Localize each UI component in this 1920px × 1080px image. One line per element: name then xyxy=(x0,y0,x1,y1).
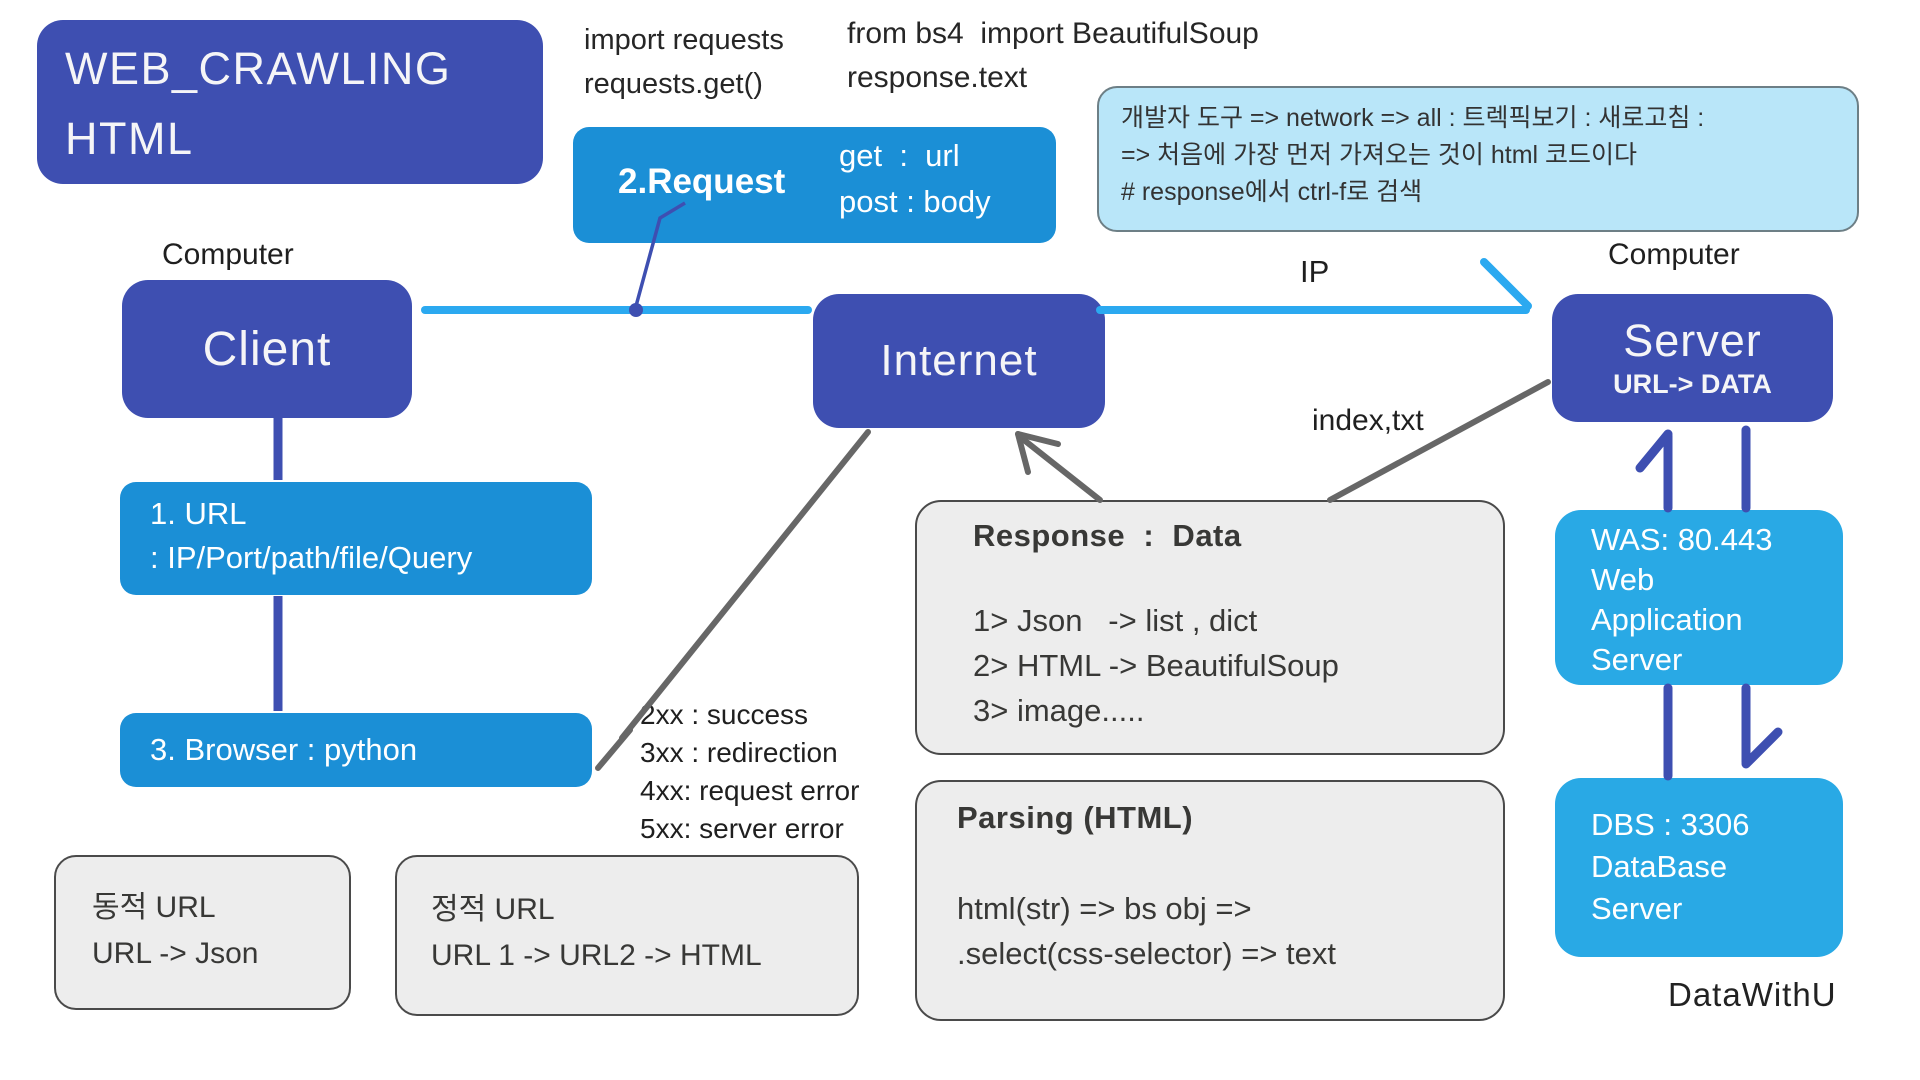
status-4xx: 4xx: request error xyxy=(640,775,860,806)
static-url-panel: 정적 URL URL 1 -> URL2 -> HTML xyxy=(395,855,859,1016)
dbs-line3: Server xyxy=(1591,891,1683,926)
dbs-line2: DataBase xyxy=(1591,849,1728,884)
client-node: Client xyxy=(122,280,412,418)
response-item-json: 1> Json -> list , dict xyxy=(973,603,1258,638)
response-item-image: 3> image..... xyxy=(973,693,1145,728)
response-text-line: response.text xyxy=(847,61,1028,94)
was-line2: Web xyxy=(1591,562,1655,597)
url-node: 1. URL : IP/Port/path/file/Query xyxy=(120,482,592,595)
response-internet-line xyxy=(1021,437,1103,503)
bs4-snippet: from bs4 import BeautifulSoup response.t… xyxy=(847,12,1259,100)
was-line4: Server xyxy=(1591,642,1683,677)
computer-label-server: Computer xyxy=(1608,238,1740,271)
status-2xx: 2xx : success xyxy=(640,699,809,730)
request-pointer-dot xyxy=(629,303,643,317)
server-node-subtitle: URL-> DATA xyxy=(1613,369,1772,399)
browser-node-label: 3. Browser : python xyxy=(150,732,418,767)
http-status-codes: 2xx : success 3xx : redirection 4xx: req… xyxy=(640,696,859,848)
dbs-port-line: DBS : 3306 xyxy=(1591,807,1750,842)
parsing-line2: .select(css-selector) => text xyxy=(957,936,1337,971)
request-post-label: post : body xyxy=(839,184,991,219)
parsing-panel: Parsing (HTML) html(str) => bs obj => .s… xyxy=(915,780,1505,1021)
was-line3: Application xyxy=(1591,602,1743,637)
requests-import-line: import requests xyxy=(584,24,784,56)
response-internet-barb1 xyxy=(1015,431,1031,475)
response-internet-barb2 xyxy=(1015,431,1061,447)
devtools-note-line2: => 처음에 가장 먼저 가져오는 것이 html 코드이다 xyxy=(1121,141,1638,169)
parsing-panel-title: Parsing (HTML) xyxy=(957,800,1194,835)
response-server-line xyxy=(1327,379,1551,503)
response-panel-title: Response : Data xyxy=(973,518,1242,553)
devtools-note-line1: 개발자 도구 => network => all : 트렉픽보기 : 새로고침 … xyxy=(1121,104,1705,132)
dynamic-url-flow: URL -> Json xyxy=(92,937,259,970)
computer-label-client: Computer xyxy=(162,238,294,271)
dynamic-url-title: 동적 URL xyxy=(92,891,216,924)
parsing-line1: html(str) => bs obj => xyxy=(957,891,1252,926)
index-txt-label: index,txt xyxy=(1312,404,1424,437)
was-node: WAS: 80.443 Web Application Server xyxy=(1555,510,1843,685)
static-url-title: 정적 URL xyxy=(431,893,555,926)
dbs-node: DBS : 3306 DataBase Server xyxy=(1555,778,1843,957)
status-5xx: 5xx: server error xyxy=(640,813,844,844)
devtools-note: 개발자 도구 => network => all : 트렉픽보기 : 새로고침 … xyxy=(1097,86,1859,232)
bs4-import-line: from bs4 import BeautifulSoup xyxy=(847,17,1259,50)
brand-watermark: DataWithU xyxy=(1668,976,1837,1013)
requests-snippet: import requests requests.get() xyxy=(584,18,784,106)
response-item-html: 2> HTML -> BeautifulSoup xyxy=(973,648,1339,683)
browser-internet-line xyxy=(619,429,871,741)
server-node-title: Server xyxy=(1623,315,1762,366)
request-get-label: get : url xyxy=(839,138,960,173)
url-node-line1: 1. URL xyxy=(150,496,247,531)
was-server-up-arrowhead xyxy=(1635,429,1673,473)
internet-server-arrowhead xyxy=(1480,258,1532,310)
browser-internet-foot xyxy=(595,727,633,771)
internet-node: Internet xyxy=(813,294,1105,428)
devtools-note-line3: # response에서 ctrl-f로 검색 xyxy=(1121,178,1423,206)
static-url-flow: URL 1 -> URL2 -> HTML xyxy=(431,939,762,972)
status-3xx: 3xx : redirection xyxy=(640,737,838,768)
response-panel: Response : Data 1> Json -> list , dict 2… xyxy=(915,500,1505,755)
title-line1: WEB_CRAWLING xyxy=(65,43,452,94)
dynamic-url-panel: 동적 URL URL -> Json xyxy=(54,855,351,1010)
spacer xyxy=(957,836,1503,886)
server-node: Server URL-> DATA xyxy=(1552,294,1833,422)
was-dbs-down-arrowhead xyxy=(1741,727,1783,769)
url-node-line2: : IP/Port/path/file/Query xyxy=(150,540,473,575)
request-node-title: 2.Request xyxy=(618,162,786,201)
ip-label: IP xyxy=(1300,254,1330,289)
requests-get-line: requests.get() xyxy=(584,68,763,100)
diagram-title-box: WEB_CRAWLING HTML xyxy=(37,20,543,184)
browser-node: 3. Browser : python xyxy=(120,713,592,787)
title-line2: HTML xyxy=(65,113,194,164)
was-port-line: WAS: 80.443 xyxy=(1591,522,1773,557)
spacer xyxy=(973,554,1503,598)
